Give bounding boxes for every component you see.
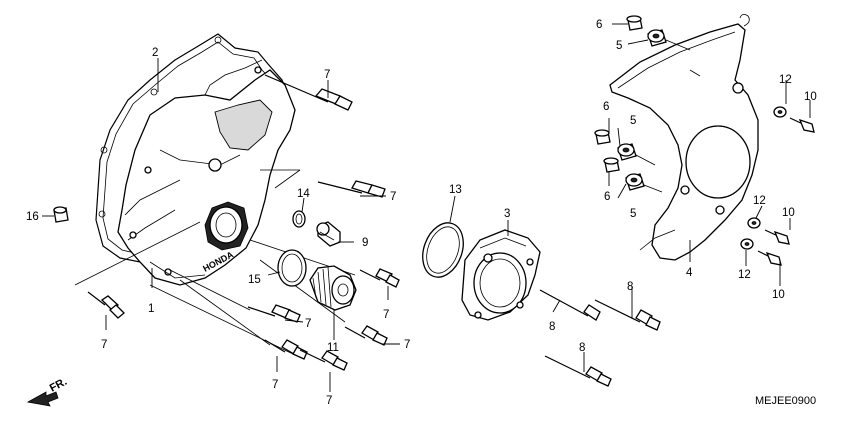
washer-12-top (773, 106, 787, 118)
callout-7-row5: 7 (326, 395, 332, 407)
bolt-7-row4 (264, 339, 308, 360)
callout-3: 3 (504, 208, 510, 220)
bolt-10-top (789, 117, 815, 133)
bolt-7-middle (260, 169, 386, 198)
bolt-8-lower (544, 355, 612, 387)
callout-6-top: 6 (596, 19, 602, 31)
callout-5-top: 5 (616, 40, 622, 52)
callout-14: 14 (297, 188, 310, 200)
callout-10-lower: 10 (772, 289, 785, 301)
callout-15: 15 (248, 274, 261, 286)
o-ring-15 (277, 249, 307, 287)
cover-3 (461, 229, 541, 321)
callout-7-row1: 7 (305, 318, 311, 330)
callout-11: 11 (327, 342, 339, 354)
o-ring-13 (422, 222, 464, 278)
left-crankcase-cover-1: HONDA (117, 59, 296, 286)
bolt-10-middle (764, 229, 790, 245)
front-direction-label: FR. (48, 376, 69, 395)
callout-8-upper: 8 (627, 281, 633, 293)
bolt-10-lower (757, 250, 782, 266)
bolt-7-row5 (299, 349, 348, 371)
callout-7-row4: 7 (272, 379, 278, 391)
collar-6-top (626, 15, 643, 31)
callout-12-top: 12 (779, 74, 792, 86)
plug-cap-11 (309, 265, 357, 311)
bolt-7-left (87, 291, 125, 319)
leader-lines (42, 23, 811, 392)
bolt-7-row2 (359, 268, 400, 288)
callout-6-lower: 6 (604, 191, 610, 203)
callout-7-middle: 7 (390, 191, 396, 203)
bolt-7-row3 (344, 325, 388, 346)
washer-12-middle (747, 217, 761, 229)
callout-12-middle: 12 (753, 195, 766, 207)
diagram-code: MEJEE0900 (755, 395, 816, 407)
collar-6-lower (603, 157, 620, 173)
callout-5-lower: 5 (630, 208, 636, 220)
callout-12-lower: 12 (738, 269, 751, 281)
callout-7-top: 7 (324, 69, 330, 81)
washer-12-lower (740, 238, 754, 250)
callout-2: 2 (152, 47, 158, 59)
callout-9: 9 (362, 237, 368, 249)
callout-6-middle: 6 (603, 101, 609, 113)
callout-8-lower: 8 (579, 342, 585, 354)
front-direction-arrow: FR. (26, 376, 69, 407)
grommet-5-top (647, 29, 667, 47)
callout-10-top: 10 (804, 91, 817, 103)
callout-16: 16 (26, 211, 39, 223)
callout-labels: 1 2 3 4 5 5 5 6 6 6 7 7 7 7 7 7 7 7 8 8 … (26, 19, 817, 407)
grommet-5-lower (625, 173, 645, 191)
callout-8-middle: 8 (549, 321, 555, 333)
callout-7-row3: 7 (404, 339, 410, 351)
callout-7-row2: 7 (383, 309, 389, 321)
callout-7-left: 7 (101, 339, 107, 351)
o-ring-14 (292, 210, 306, 228)
bolt-8-upper (594, 299, 661, 331)
bolt-8-middle (539, 289, 601, 321)
grommet-5-middle (617, 143, 637, 161)
sprocket-cover-4 (609, 14, 759, 261)
callout-1: 1 (148, 303, 154, 315)
collar-6-middle (594, 129, 611, 145)
callout-13: 13 (449, 184, 462, 196)
callout-5-middle: 5 (630, 115, 636, 127)
bolt-7-row1 (247, 304, 301, 323)
cap-9 (316, 221, 341, 247)
dowel-pin-16 (53, 206, 69, 223)
callout-4: 4 (686, 267, 693, 279)
callout-10-middle: 10 (782, 207, 795, 219)
